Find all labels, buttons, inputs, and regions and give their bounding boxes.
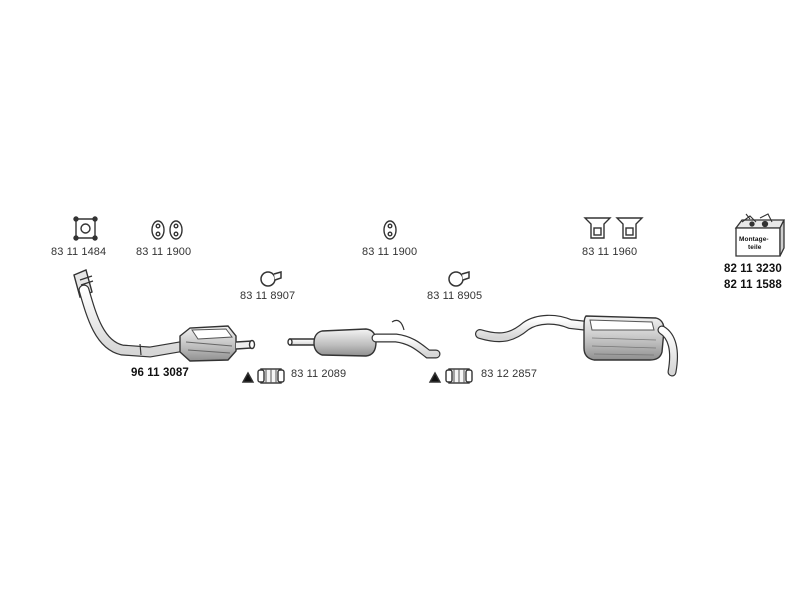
part-number-gasket: 83 11 1484 [51, 246, 107, 258]
part-number-mounting-kit-1: 82 11 3230 [724, 263, 782, 275]
part-number-mounting-kit-2: 82 11 1588 [724, 279, 782, 291]
middle-pipe-resonator[interactable] [287, 319, 441, 359]
part-number-bracket-rear: 83 11 1960 [582, 246, 638, 258]
part-number-rubber-mount-front: 83 11 1900 [136, 246, 192, 258]
part-number-clamp-sleeve-rear: 83 12 2857 [481, 368, 538, 380]
rubber-mount-single-icon[interactable] [383, 220, 397, 240]
square-gasket-icon[interactable] [73, 216, 98, 241]
rubber-mount-pair-icon[interactable] [151, 220, 183, 240]
clamp-sleeve-rear-icon[interactable] [428, 368, 473, 384]
part-number-front-pipe: 96 11 3087 [131, 367, 189, 379]
clamp-ring-front-icon[interactable] [260, 271, 282, 287]
front-pipe-catalyst[interactable] [73, 269, 256, 362]
kit-box-label-line2: teile [748, 244, 762, 251]
mounting-kit-box-icon[interactable] [734, 213, 786, 257]
bracket-pair-icon[interactable] [583, 217, 644, 239]
rear-pipe-muffler[interactable] [475, 314, 679, 377]
clamp-sleeve-front-icon[interactable] [241, 368, 285, 384]
part-number-clamp-sleeve-front: 83 11 2089 [291, 368, 347, 380]
part-number-clamp-ring-front: 83 11 8907 [240, 290, 296, 302]
part-number-clamp-ring-rear: 83 11 8905 [427, 290, 483, 302]
clamp-ring-rear-icon[interactable] [448, 271, 470, 287]
part-number-rubber-mount-mid: 83 11 1900 [362, 246, 418, 258]
kit-box-label-line1: Montage- [739, 236, 769, 243]
